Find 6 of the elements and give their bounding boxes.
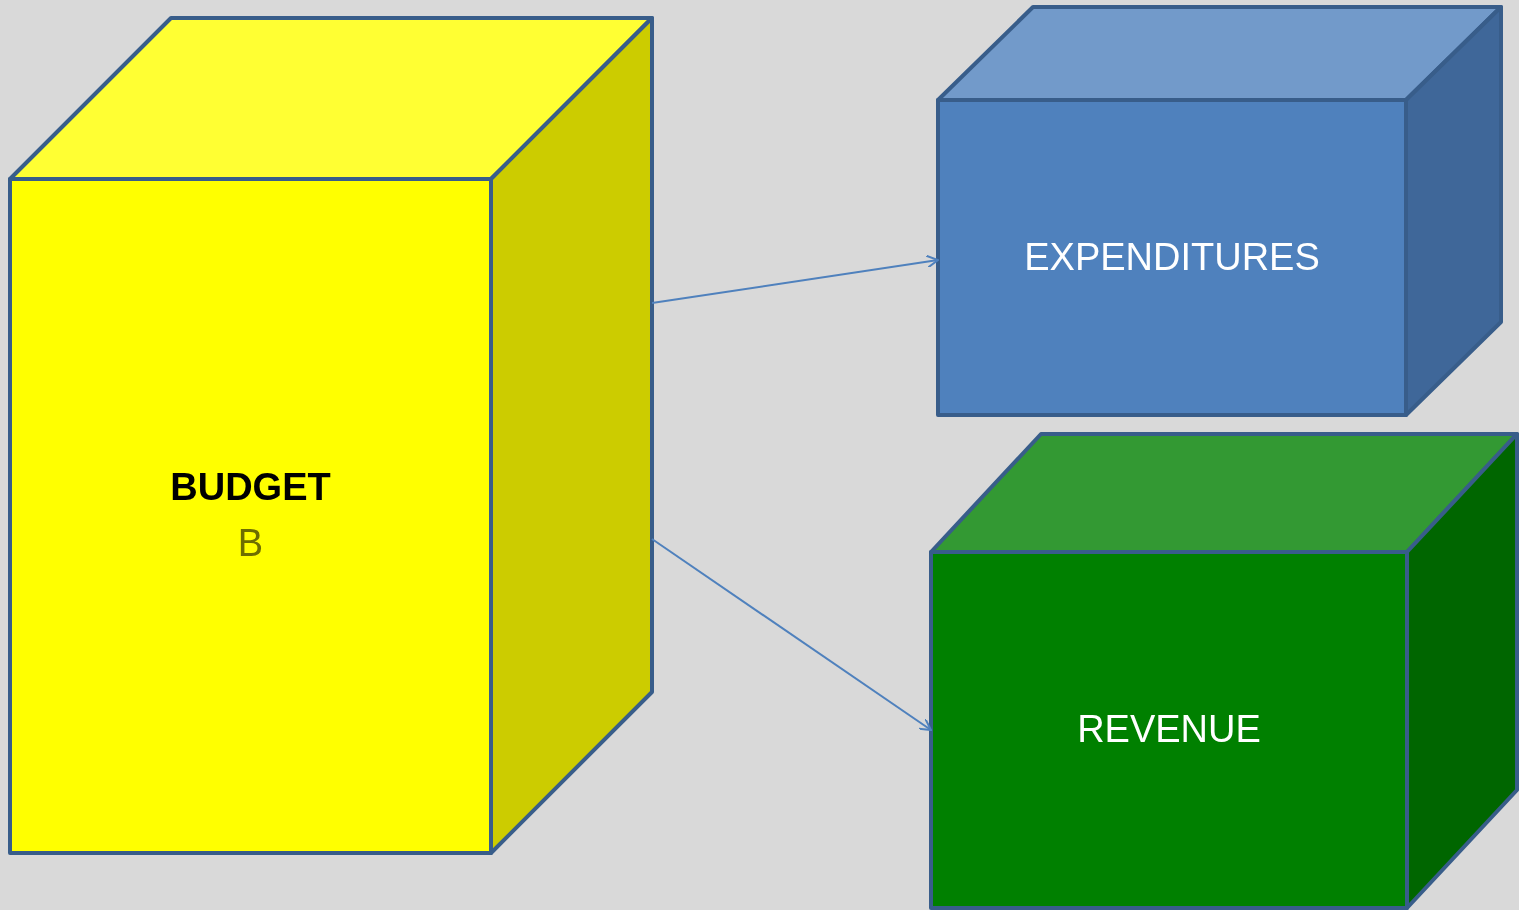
arrow xyxy=(651,254,939,304)
arrow xyxy=(651,538,932,731)
cube-label: REVENUE xyxy=(1077,709,1261,751)
cube-label: EXPENDITURES xyxy=(1024,236,1320,279)
cube-label: BUDGET xyxy=(170,467,331,509)
cube-label: B xyxy=(237,523,264,565)
